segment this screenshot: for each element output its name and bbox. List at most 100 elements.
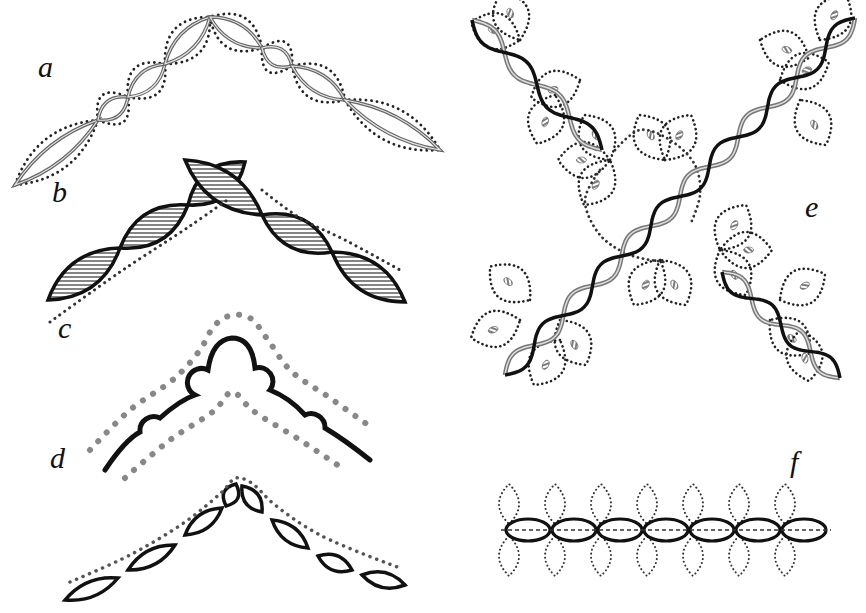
dotted-loop: [499, 484, 519, 524]
petal-spot: [674, 129, 684, 141]
dotted-loop: [775, 536, 795, 576]
petal-spot: [829, 9, 839, 21]
dotted-petal: [579, 160, 616, 205]
figure-letter: f: [790, 447, 798, 477]
petal-spot: [641, 279, 651, 291]
twisted-lens: [120, 205, 188, 249]
dotted-petal: [660, 115, 697, 160]
cord-strand-light: [472, 20, 602, 150]
lens-stitch-core: [98, 97, 128, 121]
petal-spot: [506, 7, 515, 18]
dotted-outline: [70, 478, 400, 582]
lens-stitch: [128, 545, 175, 570]
cord-strand-dark: [722, 272, 840, 378]
scalloped-stitch: [105, 338, 370, 470]
cord-strand-light-core: [722, 272, 840, 378]
lens-stitch-core: [292, 66, 345, 100]
cord-strand-light: [722, 272, 840, 378]
lens-stitch: [362, 572, 405, 588]
dotted-loop: [499, 536, 519, 576]
figure-letter: c: [58, 313, 71, 343]
dotted-petal: [528, 95, 564, 144]
figure-letter: b: [52, 177, 67, 207]
dotted-loop: [683, 484, 703, 524]
dotted-loop: [545, 536, 565, 576]
dotted-loop: [775, 484, 795, 524]
dotted-loop: [637, 484, 657, 524]
lens-stitch: [65, 578, 118, 601]
lens-stitch-core: [15, 120, 98, 185]
lens-stitch: [185, 508, 222, 535]
lens-stitch-core: [165, 17, 210, 64]
petal-spot: [744, 247, 754, 253]
dotted-petal: [720, 232, 772, 268]
dotted-lens: [262, 41, 292, 73]
dotted-petal: [655, 260, 692, 305]
dotted-loop: [591, 484, 611, 524]
stitch-f: [499, 484, 831, 576]
dotted-petal: [629, 260, 666, 305]
stitch-e: [471, 0, 855, 385]
lens-stitch-core: [262, 47, 292, 68]
petal-spot: [576, 157, 586, 163]
twisted-lens: [332, 252, 405, 302]
dotted-loop: [683, 536, 703, 576]
petal-spot: [541, 116, 550, 127]
dotted-outline: [262, 190, 400, 270]
dotted-lens: [210, 14, 262, 51]
lens-stitch: [98, 97, 128, 121]
dotted-petal: [780, 269, 825, 306]
lens-stitch: [165, 17, 210, 64]
petal-spot: [591, 179, 601, 191]
dotted-loop: [591, 536, 611, 576]
dotted-petal: [634, 115, 671, 160]
stitch-d: [65, 478, 405, 601]
dotted-outline: [125, 392, 345, 478]
dotted-petal: [715, 205, 752, 250]
petal-spot: [502, 276, 514, 287]
dotted-petal: [490, 264, 530, 302]
cord-strand-light-core: [505, 18, 855, 375]
lens-stitch: [242, 486, 262, 512]
dotted-lens: [165, 17, 210, 64]
dotted-loop: [545, 484, 565, 524]
dotted-lens: [345, 100, 440, 151]
stitch-c: [90, 315, 375, 478]
petal-spot: [669, 279, 679, 291]
cord-strand-light: [505, 18, 855, 375]
lens-stitch: [262, 47, 292, 68]
twisted-lens: [185, 160, 262, 215]
cord-strand-dark: [505, 18, 855, 375]
dotted-lens: [97, 93, 129, 125]
lens-stitch: [272, 520, 308, 548]
figure-letter: a: [38, 52, 53, 82]
dotted-loop: [729, 536, 749, 576]
dotted-lens: [292, 64, 345, 103]
dotted-petal: [795, 100, 832, 145]
figure-letter: d: [50, 443, 65, 473]
twisted-lens: [262, 214, 332, 253]
petal-spot: [569, 339, 579, 351]
figure-letter: e: [805, 192, 818, 222]
lens-stitch: [128, 64, 165, 97]
petal-spot: [541, 359, 551, 371]
dotted-lens: [128, 62, 166, 98]
twisted-lens: [48, 248, 120, 300]
dotted-loop: [729, 484, 749, 524]
petal-spot: [799, 281, 811, 291]
petal-spot: [487, 325, 498, 334]
dotted-loop: [637, 536, 657, 576]
lens-stitch: [210, 17, 262, 48]
cord-strand-light-core: [472, 20, 602, 150]
dotted-lens: [15, 120, 98, 185]
dotted-outline: [50, 198, 230, 322]
petal-spot: [809, 119, 819, 131]
lens-stitch: [15, 120, 98, 185]
cord-strand-dark: [472, 20, 602, 150]
petal-spot: [801, 353, 809, 364]
dotted-petal: [471, 311, 520, 347]
chain-core-line: [501, 529, 831, 530]
lens-stitch-core: [345, 100, 440, 150]
